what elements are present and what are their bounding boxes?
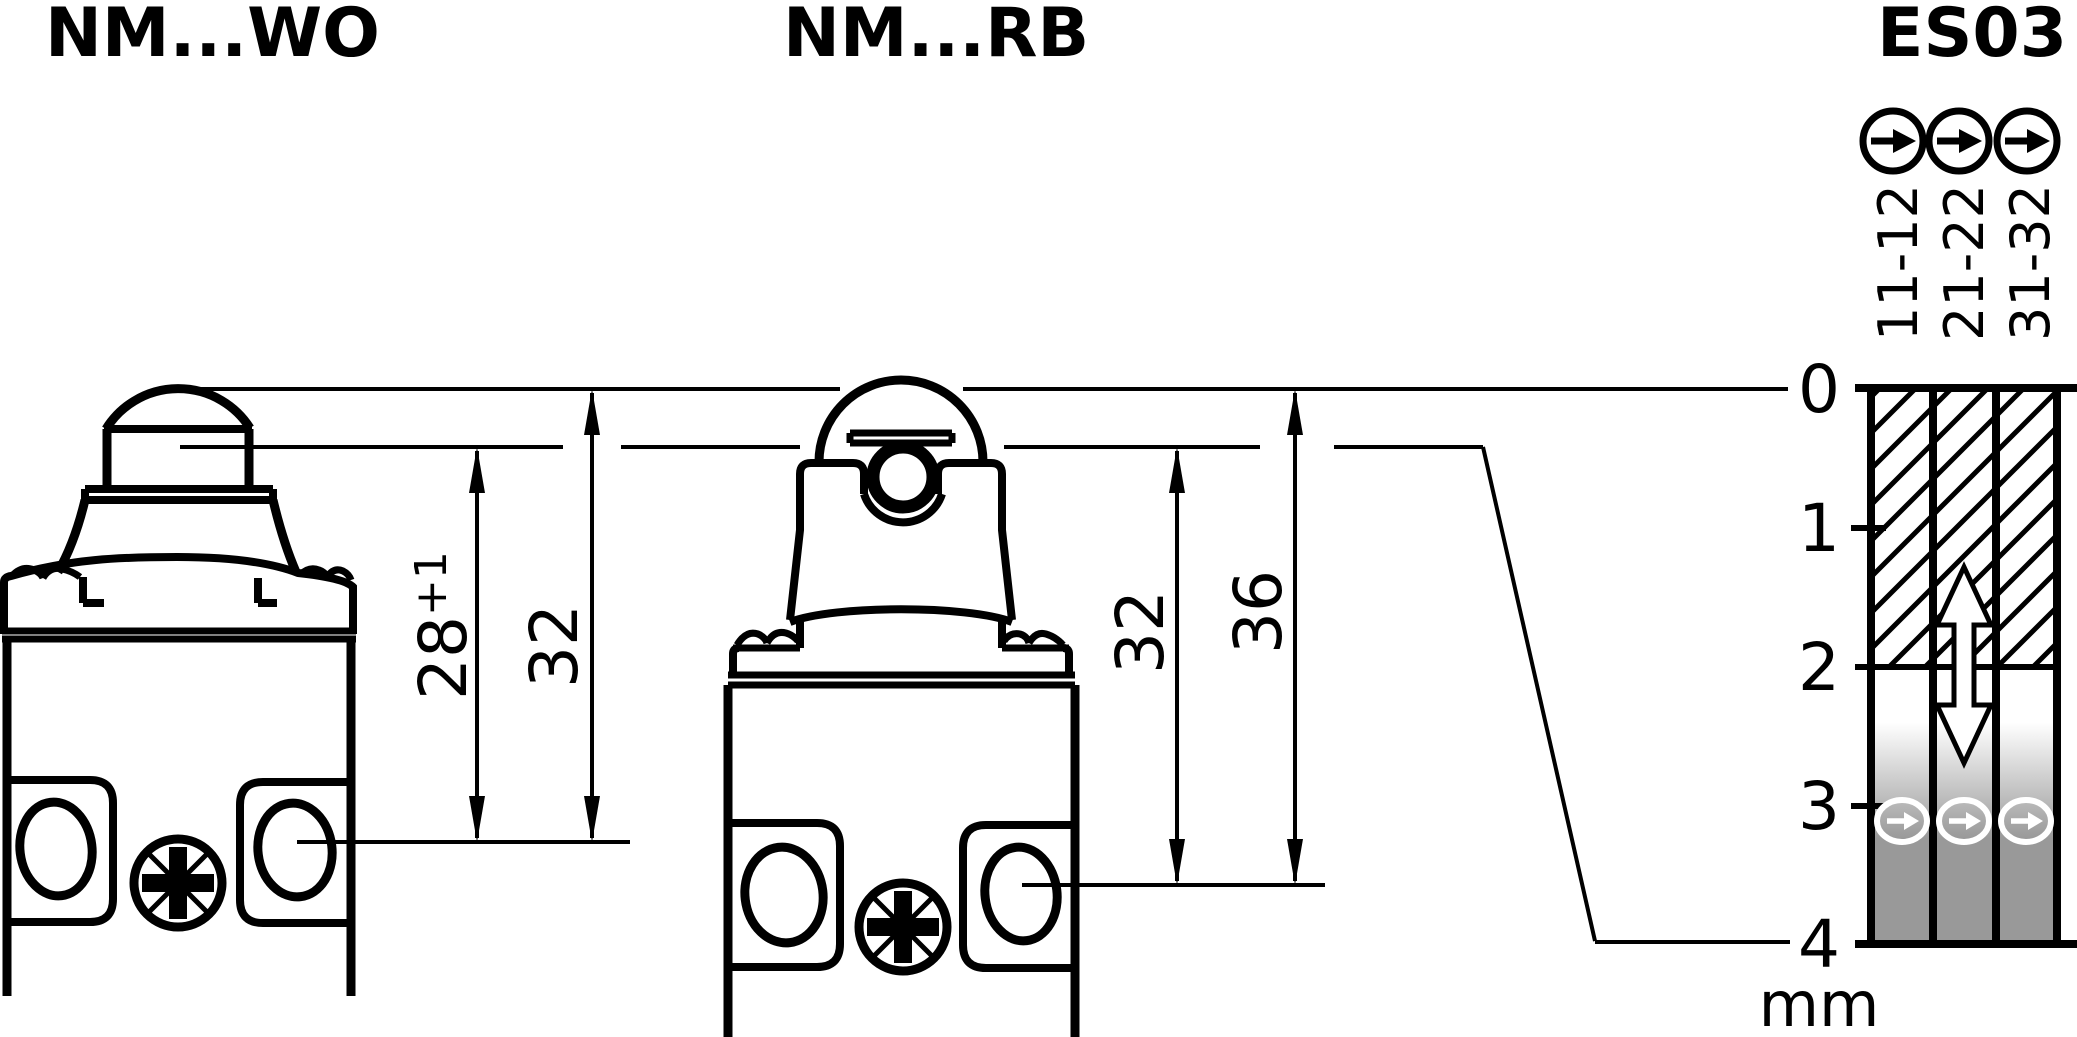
contact-symbol-arrow-icon-3 <box>1993 107 2061 175</box>
contact-label-21-22: 21-22 <box>1933 184 1996 341</box>
slant-connector-line <box>1481 446 1790 944</box>
head-cap-outline <box>0 552 357 634</box>
scale-tick-0: 0 <box>1798 351 1840 428</box>
switch-nm-wo-drawing <box>0 384 357 996</box>
scale-tick-2: 2 <box>1798 629 1840 706</box>
dimension-label-32-middle: 32 <box>1102 590 1179 674</box>
page-title-nm-rb: NM...RB <box>783 0 1089 73</box>
scale-unit-label: mm <box>1759 968 1880 1037</box>
contact-label-31-32: 31-32 <box>1999 184 2062 341</box>
scale-tick-1: 1 <box>1798 490 1840 567</box>
switch-point-arrow-icon-2 <box>1936 797 1992 845</box>
roller-wheel <box>866 440 940 514</box>
dimension-label-28plus1: 28+1 <box>405 551 482 700</box>
switch-nm-rb-drawing <box>723 375 1080 1037</box>
dome-plunger-outline <box>102 384 254 432</box>
mounting-hole-left <box>740 842 828 948</box>
dimension-label-36: 36 <box>1220 570 1297 654</box>
contact-label-11-12: 11-12 <box>1867 184 1930 341</box>
actuation-double-arrow-icon <box>1933 561 1995 769</box>
switch-body-sides <box>723 685 1080 1037</box>
switch-point-arrow-icon-3 <box>1998 797 2054 845</box>
page-title-es03: ES03 <box>1877 0 2067 73</box>
contact-symbol-arrow-icon-2 <box>1925 107 1993 175</box>
switch-body-sides <box>2 639 356 996</box>
dimension-lines: 28+1 32 32 36 <box>405 389 1303 885</box>
reference-lines <box>172 387 1790 944</box>
screw-pozidriv <box>854 878 952 976</box>
mounting-hole-right <box>253 798 337 902</box>
diagram-frame <box>1855 384 2077 948</box>
mounting-hole-right <box>980 842 1062 946</box>
page-title-nm-wo: NM...WO <box>45 0 380 73</box>
hatched-zone-contact-3 <box>2000 392 2053 667</box>
switch-point-arrow-icon-1 <box>1874 797 1930 845</box>
roller-dome-outline <box>814 375 988 463</box>
dimension-label-32-left: 32 <box>516 604 593 688</box>
mounting-hole-left <box>15 797 97 901</box>
travel-diagram-es03: 11-12 21-22 31-32 0 1 2 3 4 mm <box>1759 107 2077 1037</box>
scale-tick-4: 4 <box>1798 906 1840 983</box>
contact-symbol-arrow-icon-1 <box>1859 107 1927 175</box>
scale-tick-3: 3 <box>1798 768 1840 845</box>
screw-pozidriv <box>129 834 227 932</box>
